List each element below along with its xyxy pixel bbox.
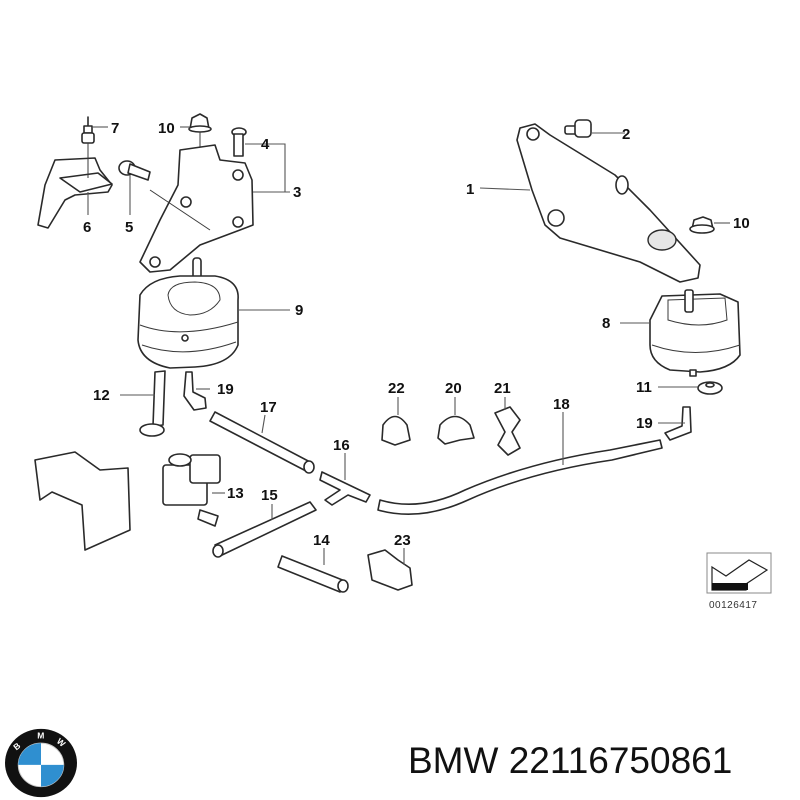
callout-17: 17 bbox=[260, 399, 277, 416]
callout-19-right: 19 bbox=[636, 415, 653, 432]
part-10-nut-left bbox=[188, 113, 212, 150]
part-5-bolt bbox=[118, 160, 151, 181]
part-number-title: BMW 22116750861 bbox=[408, 740, 733, 781]
part-4-bolt bbox=[231, 127, 247, 157]
part-21-clip bbox=[494, 406, 521, 456]
callout-8: 8 bbox=[602, 315, 610, 332]
part-16-t-connector bbox=[319, 471, 371, 506]
callout-2: 2 bbox=[622, 126, 630, 143]
part-11-nut bbox=[697, 381, 723, 395]
callout-18: 18 bbox=[553, 396, 570, 413]
callout-11: 11 bbox=[636, 379, 652, 396]
bmw-logo: B M W bbox=[5, 728, 77, 798]
callout-14: 14 bbox=[313, 532, 330, 549]
callout-20: 20 bbox=[445, 380, 462, 397]
part-9-engine-mount bbox=[137, 257, 239, 369]
part-15-hose bbox=[212, 501, 317, 558]
part-7-screw bbox=[81, 116, 95, 144]
logo-letter-b: B bbox=[11, 741, 22, 753]
part-12-bolt bbox=[139, 370, 166, 437]
callout-4: 4 bbox=[261, 136, 270, 153]
callout-3: 3 bbox=[293, 184, 301, 201]
callout-19-left: 19 bbox=[217, 381, 234, 398]
part-17-hose bbox=[209, 411, 315, 474]
part-8-engine-mount bbox=[649, 289, 741, 377]
callout-15: 15 bbox=[261, 487, 278, 504]
callout-1: 1 bbox=[466, 181, 474, 198]
orientation-box: 00126417 bbox=[706, 552, 772, 611]
part-23-clip bbox=[367, 549, 413, 591]
part-19-connector-right bbox=[664, 406, 692, 441]
part-18-vacuum-pipe bbox=[377, 439, 663, 515]
callout-12: 12 bbox=[93, 387, 110, 404]
callout-21: 21 bbox=[494, 380, 511, 397]
part-10-nut-right bbox=[689, 216, 715, 234]
callout-22: 22 bbox=[388, 380, 405, 397]
callout-9: 9 bbox=[295, 302, 303, 319]
mounting-plate bbox=[34, 451, 131, 551]
callout-10-right: 10 bbox=[733, 215, 750, 232]
part-6-bracket bbox=[37, 143, 113, 229]
callout-13: 13 bbox=[227, 485, 244, 502]
part-2-bolt bbox=[564, 119, 592, 138]
part-20-clip bbox=[437, 415, 475, 445]
callout-6: 6 bbox=[83, 219, 91, 236]
callout-7: 7 bbox=[111, 120, 119, 137]
part-19-connector-left bbox=[183, 371, 207, 411]
callout-5: 5 bbox=[125, 219, 133, 236]
callout-16: 16 bbox=[333, 437, 350, 454]
part-22-clip bbox=[381, 415, 411, 446]
document-number: 00126417 bbox=[709, 600, 758, 611]
callouts: 7 6 5 10 4 3 9 1 2 10 8 11 12 19 17 16 1… bbox=[83, 120, 750, 549]
part-14-hose bbox=[277, 555, 349, 593]
part-13-solenoid-valve bbox=[162, 453, 221, 527]
part-1-bracket bbox=[516, 123, 701, 283]
part-3-bracket bbox=[139, 144, 254, 273]
leader-lines bbox=[87, 126, 730, 565]
callout-10-left: 10 bbox=[158, 120, 175, 137]
logo-letter-m: M bbox=[37, 730, 44, 740]
callout-23: 23 bbox=[394, 532, 411, 549]
